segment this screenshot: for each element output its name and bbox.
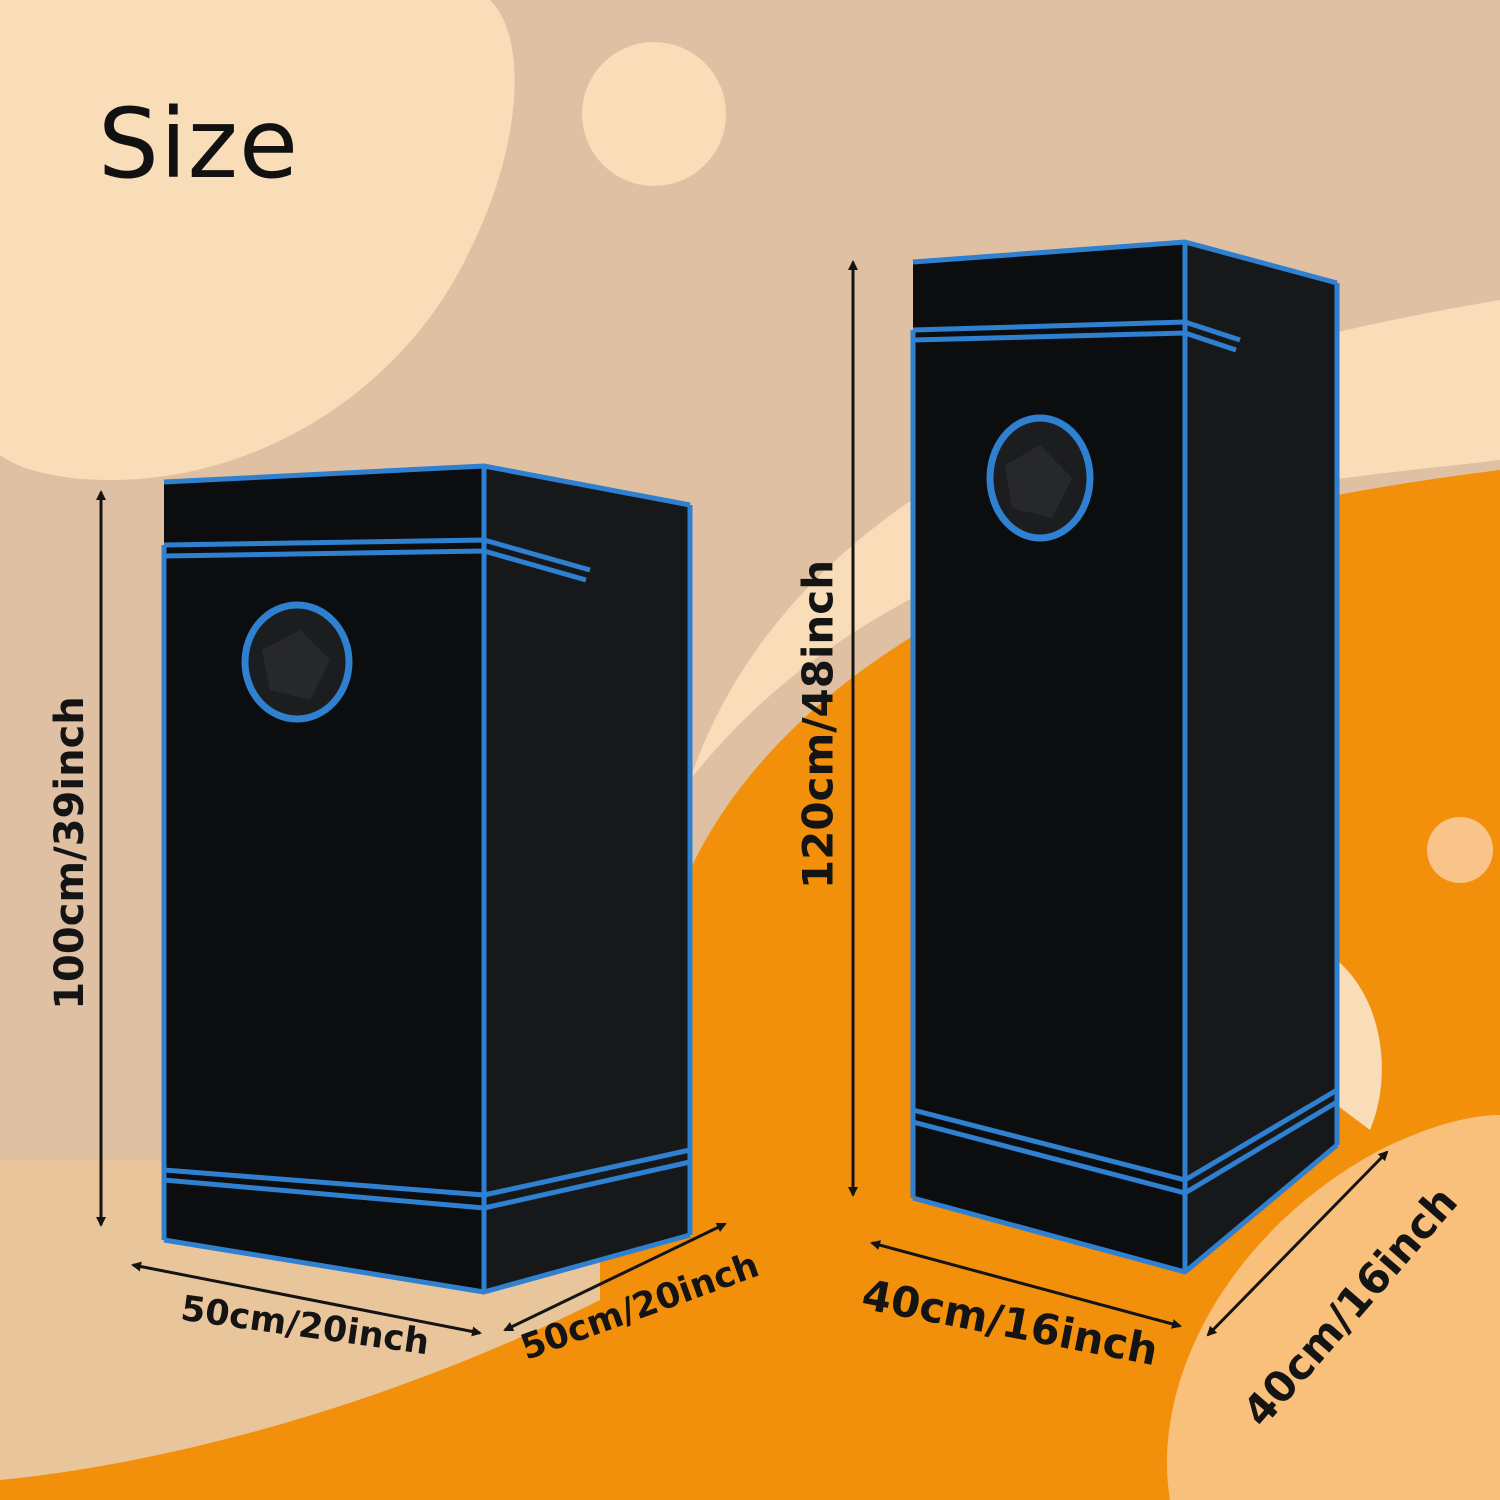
small-tent-height-label: 100cm/39inch: [47, 696, 93, 1010]
small-depth-arrow: [503, 1222, 727, 1332]
decor-arc-right: [1330, 955, 1382, 1130]
dimension-arrows: [96, 260, 1389, 1337]
small-tent-illustration: [161, 463, 693, 1295]
decor-circle-right: [1427, 817, 1493, 883]
page-title: Size: [98, 88, 300, 200]
large-width-arrow: [870, 1240, 1182, 1329]
floor-orange-sweep: [0, 1250, 700, 1500]
large-tent-height-label: 120cm/48inch: [793, 559, 843, 890]
small-width-arrow: [131, 1261, 482, 1337]
decor-circle-top: [582, 42, 726, 186]
large-depth-arrow: [1206, 1150, 1389, 1337]
background-light-blob: [0, 0, 515, 480]
large-tent-illustration: [910, 239, 1340, 1275]
